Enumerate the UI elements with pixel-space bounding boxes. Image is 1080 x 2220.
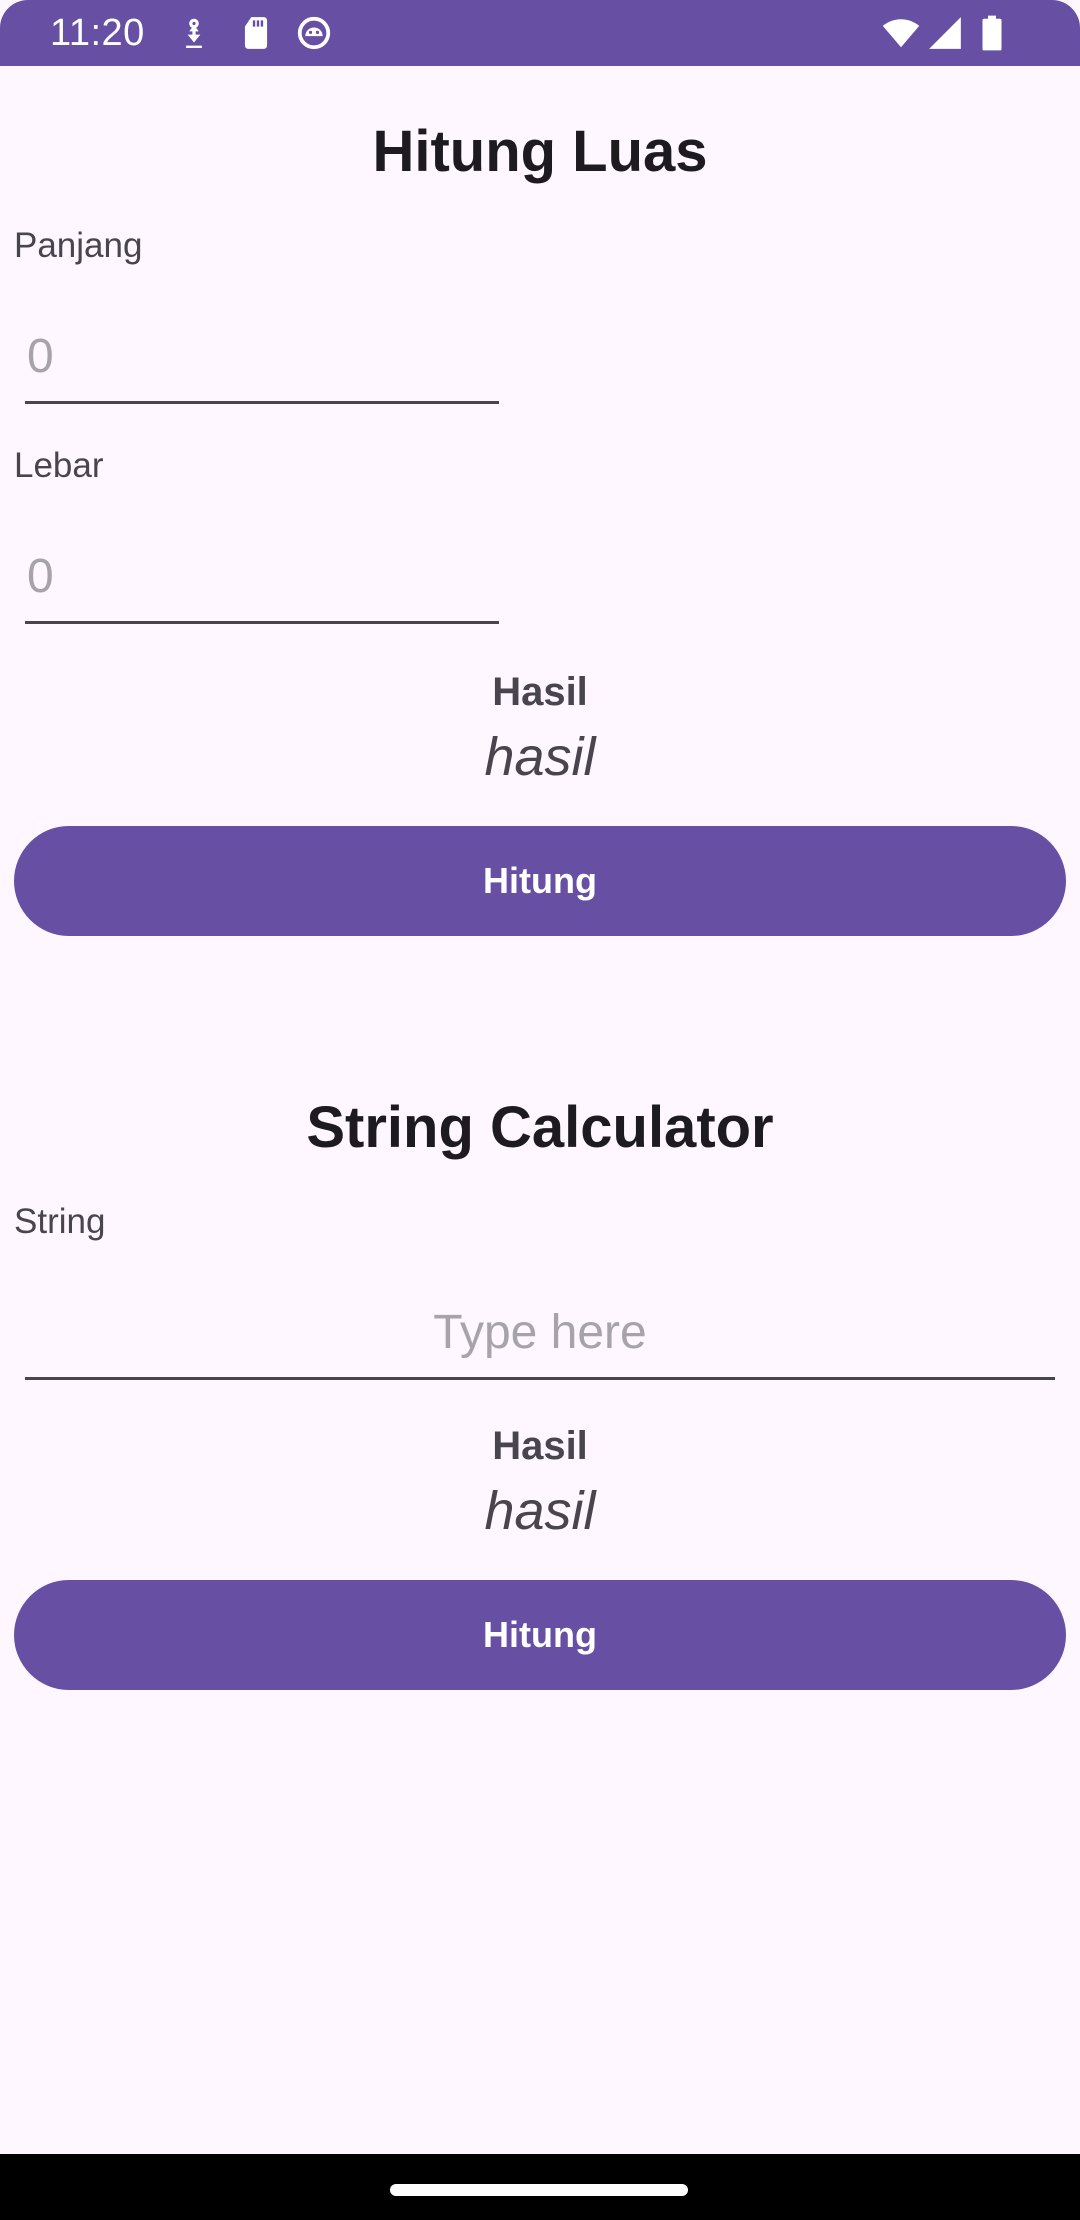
area-calculate-button[interactable]: Hitung [14,826,1066,936]
sd-card-icon [236,14,276,52]
width-input-box[interactable] [25,532,499,621]
string-label: String [14,1202,106,1241]
wifi-icon [880,14,922,52]
android-debug-icon [294,14,334,52]
area-result-label: Hasil [492,670,588,714]
string-input[interactable] [25,1288,1055,1380]
area-title: Hitung Luas [372,119,708,184]
status-time: 11:20 [50,12,145,54]
navigation-bar [0,2154,1080,2220]
width-input[interactable] [25,532,499,624]
string-input-box[interactable] [25,1288,1055,1377]
width-label: Lebar [14,446,104,485]
string-result-value: hasil [484,1481,596,1541]
area-result-value: hasil [484,727,596,787]
length-input[interactable] [25,312,499,404]
string-title: String Calculator [306,1095,774,1160]
length-label: Panjang [14,226,143,265]
home-handle[interactable] [390,2184,688,2196]
string-calculate-button[interactable]: Hitung [14,1580,1066,1690]
battery-icon [978,14,1006,52]
download-icon [174,14,214,52]
string-result-label: Hasil [492,1424,588,1468]
status-bar: 11:20 [0,0,1080,66]
signal-icon [926,14,964,52]
length-input-box[interactable] [25,312,499,401]
